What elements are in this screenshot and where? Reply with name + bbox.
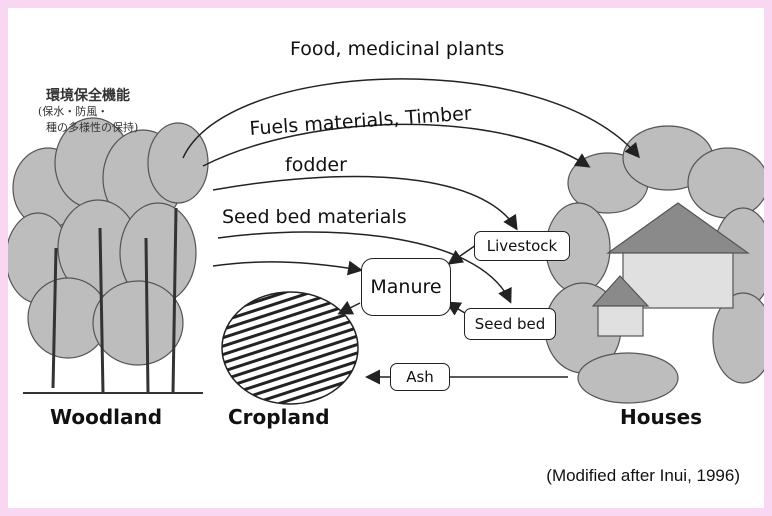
flow-label-fodder: fodder (285, 154, 347, 176)
source-credit: (Modified after Inui, 1996) (546, 466, 740, 486)
woodland-illustration (8, 118, 208, 393)
woodland-functions-line1: 環境保全機能 (46, 88, 138, 104)
livestock-box: Livestock (474, 231, 570, 261)
flow-label-fuel: Fuels materials, Timber (249, 103, 473, 140)
ash-box: Ash (390, 363, 450, 391)
manure-box: Manure (361, 258, 451, 316)
arrow-manure-to-cropland (340, 303, 360, 313)
flow-label-food: Food, medicinal plants (290, 38, 504, 60)
arrow-woodland-to-manure (213, 262, 360, 270)
woodland-functions-line2: (保水・防風・ (38, 104, 138, 120)
cropland-label: Cropland (228, 405, 330, 429)
houses-illustration (545, 126, 764, 403)
diagram-canvas: Food, medicinal plants Fuels materials, … (8, 8, 764, 508)
cropland-illustration (222, 292, 358, 404)
woodland-label: Woodland (50, 405, 162, 429)
flow-label-seedbed-materials: Seed bed materials (222, 206, 407, 228)
woodland-functions-note: 環境保全機能 (保水・防風・ 種の多様性の保持) (38, 88, 138, 136)
woodland-functions-line3: 種の多様性の保持) (46, 120, 138, 136)
houses-label: Houses (620, 405, 702, 429)
seed-bed-box: Seed bed (464, 308, 556, 340)
